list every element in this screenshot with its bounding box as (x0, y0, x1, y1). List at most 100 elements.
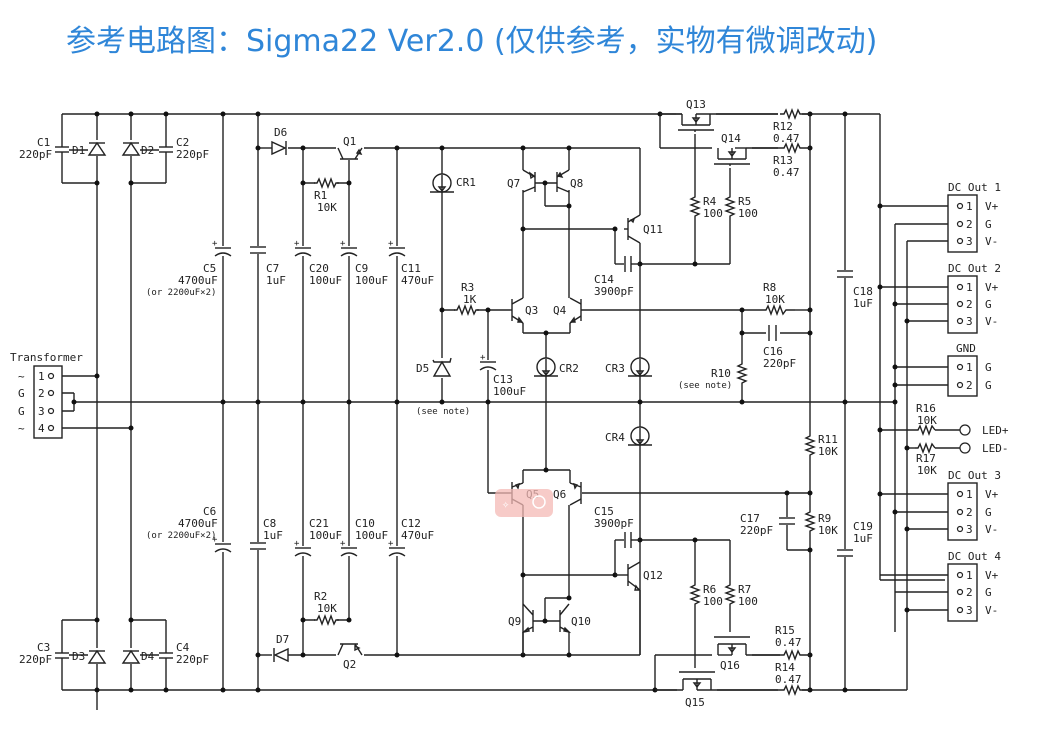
filter-capacitors: + + + + + + + + + (212, 239, 854, 557)
transistor-q6 (569, 482, 582, 506)
label-r8-value: 10K (765, 293, 785, 306)
label-d3-ref: D3 (72, 650, 85, 663)
mosfet-q14 (712, 142, 780, 168)
resistor-r1 (314, 177, 339, 189)
resistor-r3 (454, 304, 479, 316)
zener-d5 (432, 357, 452, 378)
resistor-r6 (689, 582, 701, 606)
label-c2-ref: C2 (176, 136, 189, 149)
dc-out-3-pin1-name: V+ (985, 488, 999, 501)
dc-out-4-pin1-name: V+ (985, 569, 999, 582)
label-q12-ref: Q12 (643, 569, 663, 582)
label-r11-ref: R11 (818, 433, 838, 446)
diode-d1 (87, 140, 107, 156)
mosfet-q16 (712, 632, 780, 658)
crd-cr4 (628, 426, 652, 446)
capacitor-c8 (249, 542, 267, 550)
label-r12-ref: R12 (773, 120, 793, 133)
dc-out-3-pin2-name: G (985, 506, 992, 519)
crd-cr1 (430, 173, 454, 193)
dc-out-4-pin2-num: 2 (966, 586, 973, 599)
label-r8-ref: R8 (763, 281, 776, 294)
svg-text:+: + (294, 239, 300, 249)
label-c15-ref: C15 (594, 505, 614, 518)
capacitor-c19 (836, 549, 854, 557)
transistor-q4 (569, 297, 582, 324)
transformer-pin4-name: ~ (18, 422, 25, 435)
transformer-label: Transformer (10, 351, 83, 364)
transistor-q10 (559, 603, 572, 634)
dc-out-4-pin3-name: V- (985, 604, 998, 617)
label-d2-ref: D2 (141, 144, 154, 157)
label-c10-value: 100uF (355, 529, 388, 542)
svg-text:+: + (212, 535, 218, 545)
label-c7-value: 1uF (266, 274, 286, 287)
label-d1-ref: D1 (72, 144, 85, 157)
label-q1-ref: Q1 (343, 135, 356, 148)
label-r15-ref: R15 (775, 624, 795, 637)
transistor-q1 (336, 144, 364, 160)
label-r17-value: 10K (917, 464, 937, 477)
label-cr4-ref: CR4 (605, 431, 625, 444)
capacitor-c16 (766, 324, 780, 342)
transistor-q11 (624, 214, 641, 244)
led-plus-label: LED+ (982, 424, 1009, 437)
capacitor-c14 (624, 256, 640, 272)
label-d5-note: (see note) (416, 407, 470, 417)
label-c3-value: 220pF (19, 653, 52, 666)
capacitor-c15 (624, 532, 640, 548)
resistor-r13 (778, 142, 810, 154)
svg-text:+: + (388, 539, 394, 549)
label-q11-ref: Q11 (643, 223, 663, 236)
label-c5-ref: C5 (203, 262, 216, 275)
transformer-pin3-name: G (18, 405, 25, 418)
svg-text:+: + (480, 353, 486, 363)
label-q10-ref: Q10 (571, 615, 591, 628)
gnd-pin2-num: 2 (966, 379, 973, 392)
label-c18-value: 1uF (853, 297, 873, 310)
label-c6-ref: C6 (203, 505, 216, 518)
label-r1-value: 10K (317, 201, 337, 214)
capacitor-c12: + (388, 539, 406, 557)
dc-out-3-pin2-num: 2 (966, 506, 973, 519)
resistor-r10 (736, 360, 748, 388)
dc-out-3-pin3-name: V- (985, 523, 998, 536)
connector-gnd (947, 355, 978, 397)
label-r12-value: 0.47 (773, 132, 800, 145)
label-cr2-ref: CR2 (559, 362, 579, 375)
resistor-r15 (780, 649, 810, 661)
label-r10-ref: R10 (711, 367, 731, 380)
dc-out-2-label: DC Out 2 (948, 262, 1001, 275)
crd-cr2 (534, 357, 558, 377)
dc-out-1-pin3-name: V- (985, 235, 998, 248)
label-c6-note: (or 2200uF×2) (146, 531, 216, 541)
label-r4-ref: R4 (703, 195, 717, 208)
label-r16-ref: R16 (916, 402, 936, 415)
label-c7-ref: C7 (266, 262, 279, 275)
label-q13-ref: Q13 (686, 98, 706, 111)
label-d6-ref: D6 (274, 126, 287, 139)
resistor-r5 (724, 194, 736, 220)
led-minus-terminal (959, 442, 971, 454)
label-q8-ref: Q8 (570, 177, 583, 190)
sparkle-icon: ✧ (502, 497, 510, 511)
dc-out-4-pin3-num: 3 (966, 604, 973, 617)
transistors (336, 144, 641, 656)
label-c8-value: 1uF (263, 529, 283, 542)
label-c12-value: 470uF (401, 529, 434, 542)
svg-text:+: + (212, 239, 218, 249)
dc-out-2-pin3-name: V- (985, 315, 998, 328)
diodes (271, 140, 452, 663)
label-q6-ref: Q6 (553, 488, 566, 501)
dc-out-1-label: DC Out 1 (948, 181, 1001, 194)
label-c12-ref: C12 (401, 517, 421, 530)
dc-out-2-pin3-num: 3 (966, 315, 973, 328)
diode-d4 (121, 648, 141, 664)
capacitor-c20: + (294, 239, 312, 257)
label-r5-value: 100 (738, 207, 758, 220)
resistor-r16 (915, 424, 936, 436)
labels: C1 220pF D1 D2 C2 220pF C3 220pF D3 D4 C… (10, 98, 1009, 709)
label-c5-value: 4700uF (178, 274, 218, 287)
label-c11-value: 470uF (401, 274, 434, 287)
label-r1-ref: R1 (314, 189, 327, 202)
